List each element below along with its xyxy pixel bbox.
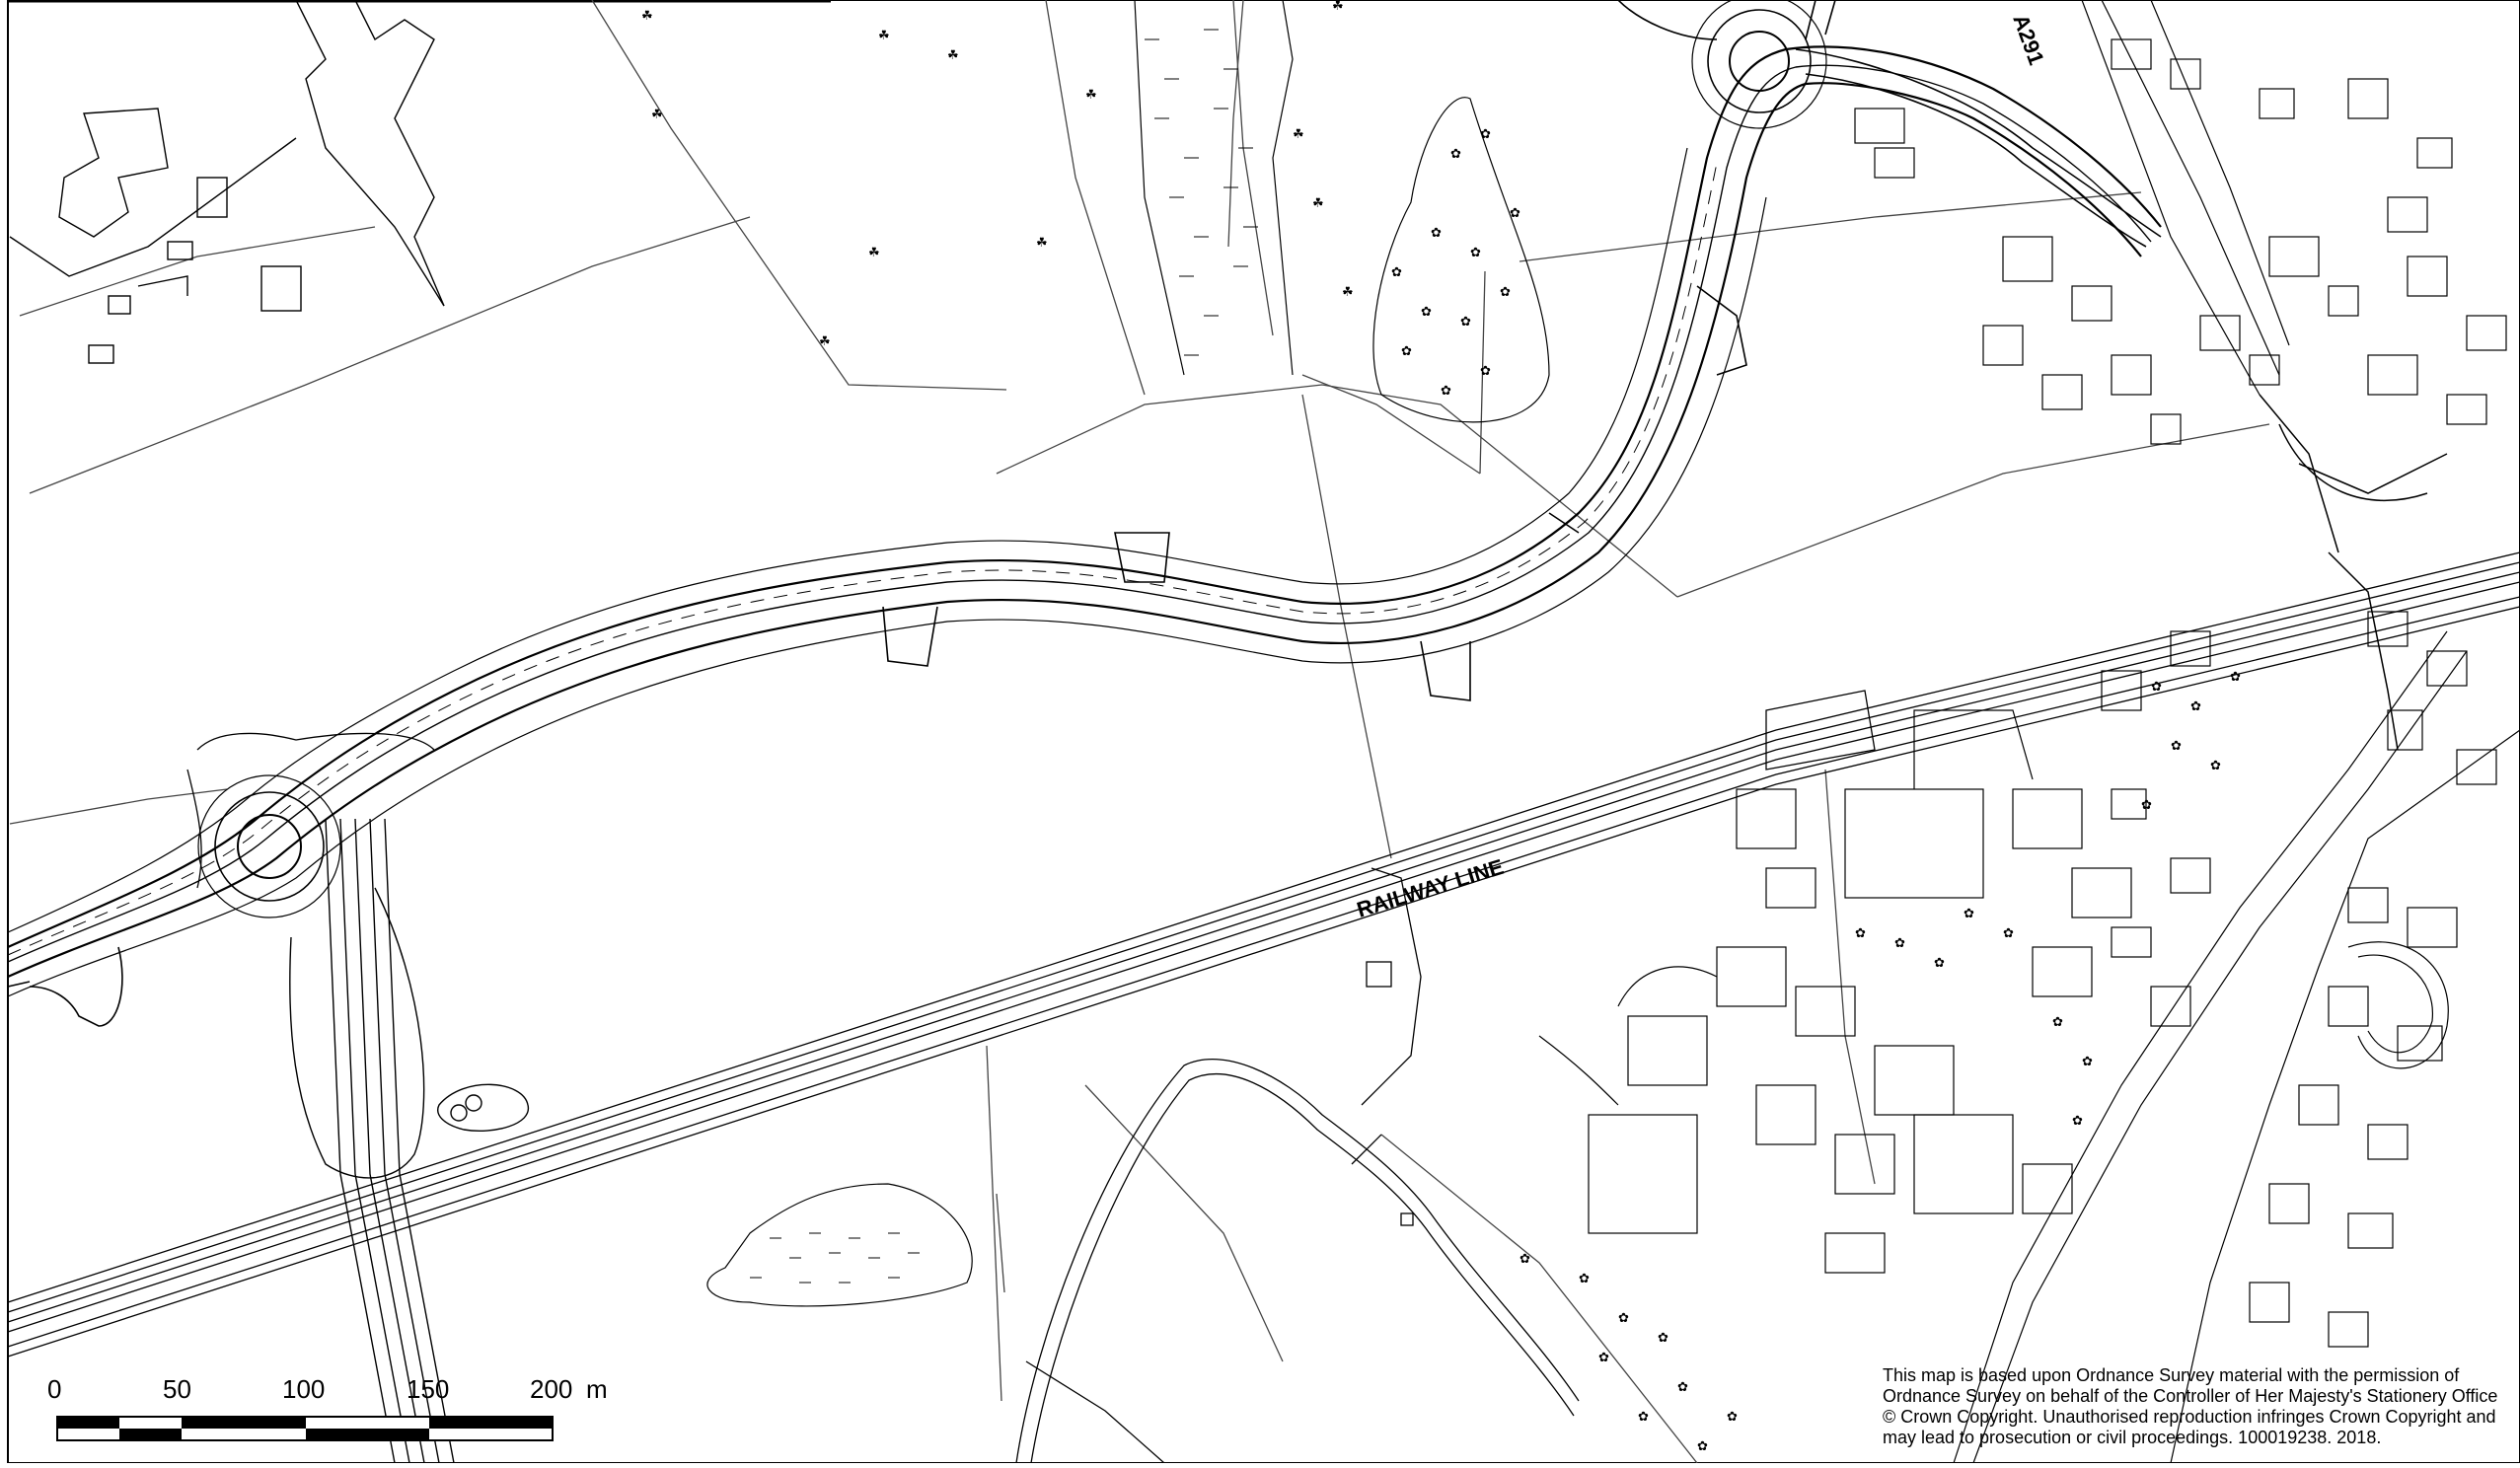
- svg-text:✿: ✿: [1894, 935, 1905, 950]
- urban-blocks: [1854, 0, 2520, 1464]
- svg-text:☘: ☘: [878, 28, 890, 42]
- svg-text:✿: ✿: [2171, 738, 2182, 753]
- tree-symbols: ☘☘☘ ☘☘☘ ☘☘☘ ☘☘☘ ✿✿✿ ✿✿✿ ✿✿✿ ✿✿✿ ✿✿✿ ✿✿✿ …: [641, 0, 2241, 1453]
- railway-structures: [1366, 690, 1876, 1226]
- roundabout-north: [1691, 0, 1827, 129]
- svg-text:☘: ☘: [819, 333, 831, 348]
- svg-text:✿: ✿: [1658, 1330, 1668, 1345]
- svg-text:☘: ☘: [1085, 87, 1097, 102]
- svg-text:☘: ☘: [1293, 126, 1304, 141]
- svg-text:✿: ✿: [1855, 925, 1866, 940]
- roundabout-west: [186, 732, 435, 918]
- svg-text:✿: ✿: [1697, 1438, 1708, 1453]
- farm-buildings: [9, 0, 445, 364]
- svg-text:✿: ✿: [1460, 314, 1471, 329]
- scale-tick-100: 100: [282, 1374, 325, 1404]
- copyright-line-3: © Crown Copyright. Unauthorised reproduc…: [1883, 1407, 2496, 1427]
- svg-text:✿: ✿: [1727, 1409, 1738, 1424]
- junction-stubs: [882, 285, 1747, 701]
- svg-text:✿: ✿: [1500, 284, 1511, 299]
- svg-text:✿: ✿: [2052, 1014, 2063, 1029]
- svg-text:☘: ☘: [1342, 284, 1354, 299]
- svg-text:✿: ✿: [1421, 304, 1432, 319]
- scale-tick-50: 50: [163, 1374, 191, 1404]
- svg-text:✿: ✿: [1677, 1379, 1688, 1394]
- svg-text:✿: ✿: [2003, 925, 2014, 940]
- svg-text:✿: ✿: [1579, 1271, 1590, 1285]
- svg-text:☘: ☘: [641, 8, 653, 23]
- copyright-line-2: Ordnance Survey on behalf of the Control…: [1883, 1386, 2498, 1406]
- a291-slip: [1617, 0, 2162, 248]
- svg-text:✿: ✿: [2151, 679, 2162, 694]
- svg-text:✿: ✿: [2190, 698, 2201, 713]
- svg-text:✿: ✿: [1480, 363, 1491, 378]
- svg-text:☘: ☘: [868, 245, 880, 259]
- scrub-symbols: [706, 0, 1550, 1307]
- svg-text:✿: ✿: [2082, 1054, 2093, 1068]
- svg-text:✿: ✿: [1450, 146, 1461, 161]
- svg-text:☘: ☘: [947, 47, 959, 62]
- svg-text:✿: ✿: [2072, 1113, 2083, 1128]
- svg-text:✿: ✿: [1391, 264, 1402, 279]
- svg-text:☘: ☘: [1036, 235, 1048, 250]
- business-park: [1538, 709, 2132, 1274]
- svg-text:✿: ✿: [1964, 906, 1974, 920]
- railway-line: [7, 551, 2520, 1358]
- svg-text:✿: ✿: [1431, 225, 1442, 240]
- svg-text:☘: ☘: [1332, 0, 1344, 13]
- western-junction: [7, 946, 123, 1027]
- scale-tick-0: 0: [47, 1374, 61, 1404]
- scale-tick-200: 200: [530, 1374, 572, 1404]
- svg-text:✿: ✿: [1598, 1350, 1609, 1364]
- copyright-notice: This map is based upon Ordnance Survey m…: [1883, 1365, 2514, 1448]
- svg-text:☘: ☘: [1312, 195, 1324, 210]
- lanes: [1015, 867, 1580, 1464]
- east-junction: [2259, 394, 2448, 751]
- svg-text:✿: ✿: [2210, 758, 2221, 772]
- scale-unit: m: [586, 1374, 608, 1404]
- svg-text:☘: ☘: [651, 107, 663, 121]
- svg-text:✿: ✿: [1441, 383, 1451, 398]
- scale-tick-150: 150: [407, 1374, 449, 1404]
- svg-text:✿: ✿: [1480, 126, 1491, 141]
- svg-text:✿: ✿: [1519, 1251, 1530, 1266]
- svg-text:✿: ✿: [1638, 1409, 1649, 1424]
- scale-bar: 0 50 100 150 200 m: [47, 1374, 608, 1441]
- copyright-line-1: This map is based upon Ordnance Survey m…: [1883, 1365, 2460, 1385]
- svg-text:✿: ✿: [1618, 1310, 1629, 1325]
- scrub-ticks: [750, 29, 1258, 1284]
- svg-text:✿: ✿: [2230, 669, 2241, 684]
- svg-text:✿: ✿: [1934, 955, 1945, 970]
- svg-text:✿: ✿: [1470, 245, 1481, 259]
- proposed-road: [7, 45, 2162, 997]
- svg-text:✿: ✿: [1510, 205, 1520, 220]
- svg-text:✿: ✿: [1401, 343, 1412, 358]
- southern-spur: [289, 818, 529, 1464]
- map-frame: [7, 0, 2520, 1464]
- copyright-line-4: may lead to prosecution or civil proceed…: [1883, 1428, 2382, 1447]
